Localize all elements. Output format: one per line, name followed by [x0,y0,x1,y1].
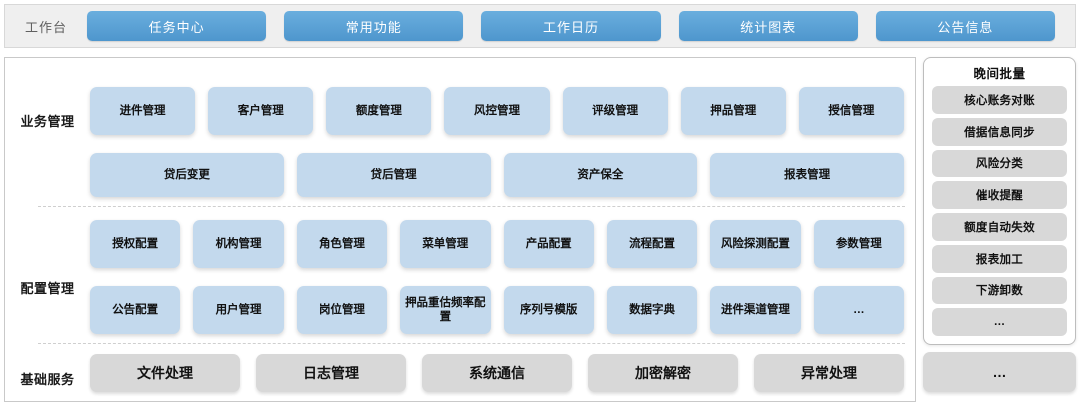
tile-intake-channel-management[interactable]: 进件渠道管理 [710,286,801,334]
tile-file-processing[interactable]: 文件处理 [90,354,240,392]
batch-item-more[interactable]: … [932,308,1067,336]
tile-position-management[interactable]: 岗位管理 [296,286,388,334]
tile-exception-handling[interactable]: 异常处理 [754,354,904,392]
tile-config-more[interactable]: … [813,286,904,334]
tile-system-communication[interactable]: 系统通信 [422,354,572,392]
batch-item-risk-classification[interactable]: 风险分类 [932,149,1067,178]
group-label-basic-services: 基础服务 [20,372,75,387]
tile-product-config[interactable]: 产品配置 [503,220,594,268]
group-label-configuration-management: 配置管理 [20,281,75,296]
workbench-label: 工作台 [24,19,67,35]
batch-item-limit-auto-expiry[interactable]: 额度自动失效 [932,213,1067,241]
top-navigation-bar: 工作台 任务中心 常用功能 工作日历 统计图表 公告信息 [4,4,1076,48]
module-map-panel: 业务管理 进件管理 客户管理 额度管理 风控管理 评级管理 押品管理 授信管理 … [4,57,916,402]
batch-item-loan-receipt-sync[interactable]: 借据信息同步 [932,117,1067,146]
tile-data-dictionary[interactable]: 数据字典 [606,286,698,334]
batch-item-collection-reminder[interactable]: 催收提醒 [932,181,1067,209]
tile-menu-management[interactable]: 菜单管理 [400,220,491,268]
divider-config-basic [38,343,905,344]
tile-parameter-management[interactable]: 参数管理 [813,220,904,268]
right-sidebar-more-button[interactable]: … [923,352,1076,392]
tile-asset-preservation[interactable]: 资产保全 [503,153,698,197]
top-tab-list: 任务中心 常用功能 工作日历 统计图表 公告信息 [87,5,1075,47]
batch-item-report-processing[interactable]: 报表加工 [932,244,1067,273]
tile-limit-management[interactable]: 额度管理 [326,87,432,135]
tile-risk-control-management[interactable]: 风控管理 [444,87,550,135]
batch-item-downstream-unload[interactable]: 下游卸数 [932,276,1067,305]
tile-post-loan-management[interactable]: 贷后管理 [296,153,491,197]
basic-services-row: 文件处理 日志管理 系统通信 加密解密 异常处理 [90,354,904,392]
tile-serial-number-template[interactable]: 序列号模版 [503,286,594,334]
business-row-1: 进件管理 客户管理 额度管理 风控管理 评级管理 押品管理 授信管理 [90,87,904,135]
tile-risk-detection-config[interactable]: 风险探测配置 [710,220,801,268]
tile-role-management[interactable]: 角色管理 [296,220,388,268]
nightly-batch-list: 核心账务对账 借据信息同步 风险分类 催收提醒 额度自动失效 报表加工 下游卸数… [932,86,1067,336]
business-row-2: 贷后变更 贷后管理 资产保全 报表管理 [90,153,904,197]
tile-rating-management[interactable]: 评级管理 [562,87,668,135]
tile-log-management[interactable]: 日志管理 [256,354,406,392]
divider-business-config [38,206,905,207]
tile-announcement-config[interactable]: 公告配置 [90,286,181,334]
right-sidebar: 晚间批量 核心账务对账 借据信息同步 风险分类 催收提醒 额度自动失效 报表加工… [923,57,1076,402]
tile-user-management[interactable]: 用户管理 [193,286,284,334]
tab-statistics-charts[interactable]: 统计图表 [678,11,858,41]
config-row-2: 公告配置 用户管理 岗位管理 押品重估频率配置 序列号模版 数据字典 进件渠道管… [90,286,904,334]
tile-collateral-revaluation-frequency-config[interactable]: 押品重估频率配置 [400,286,491,334]
tile-collateral-management[interactable]: 押品管理 [680,87,786,135]
config-row-1: 授权配置 机构管理 角色管理 菜单管理 产品配置 流程配置 风险探测配置 参数管… [90,220,904,268]
tab-task-center[interactable]: 任务中心 [87,11,267,41]
tile-organization-management[interactable]: 机构管理 [193,220,284,268]
tile-post-loan-change[interactable]: 贷后变更 [90,153,284,197]
tile-intake-management[interactable]: 进件管理 [90,87,196,135]
tab-announcements[interactable]: 公告信息 [875,11,1056,41]
tile-report-management[interactable]: 报表管理 [710,153,904,197]
tile-encryption-decryption[interactable]: 加密解密 [588,354,738,392]
nightly-batch-title: 晚间批量 [973,67,1026,81]
group-label-business-management: 业务管理 [20,114,75,129]
batch-item-core-accounting-reconciliation[interactable]: 核心账务对账 [932,86,1067,114]
tile-process-config[interactable]: 流程配置 [606,220,698,268]
tile-customer-management[interactable]: 客户管理 [208,87,314,135]
tab-work-calendar[interactable]: 工作日历 [481,11,661,41]
tab-common-functions[interactable]: 常用功能 [284,11,464,41]
tile-authorization-config[interactable]: 授权配置 [90,220,181,268]
nightly-batch-card: 晚间批量 核心账务对账 借据信息同步 风险分类 催收提醒 额度自动失效 报表加工… [923,57,1076,345]
tile-credit-management[interactable]: 授信管理 [798,87,904,135]
